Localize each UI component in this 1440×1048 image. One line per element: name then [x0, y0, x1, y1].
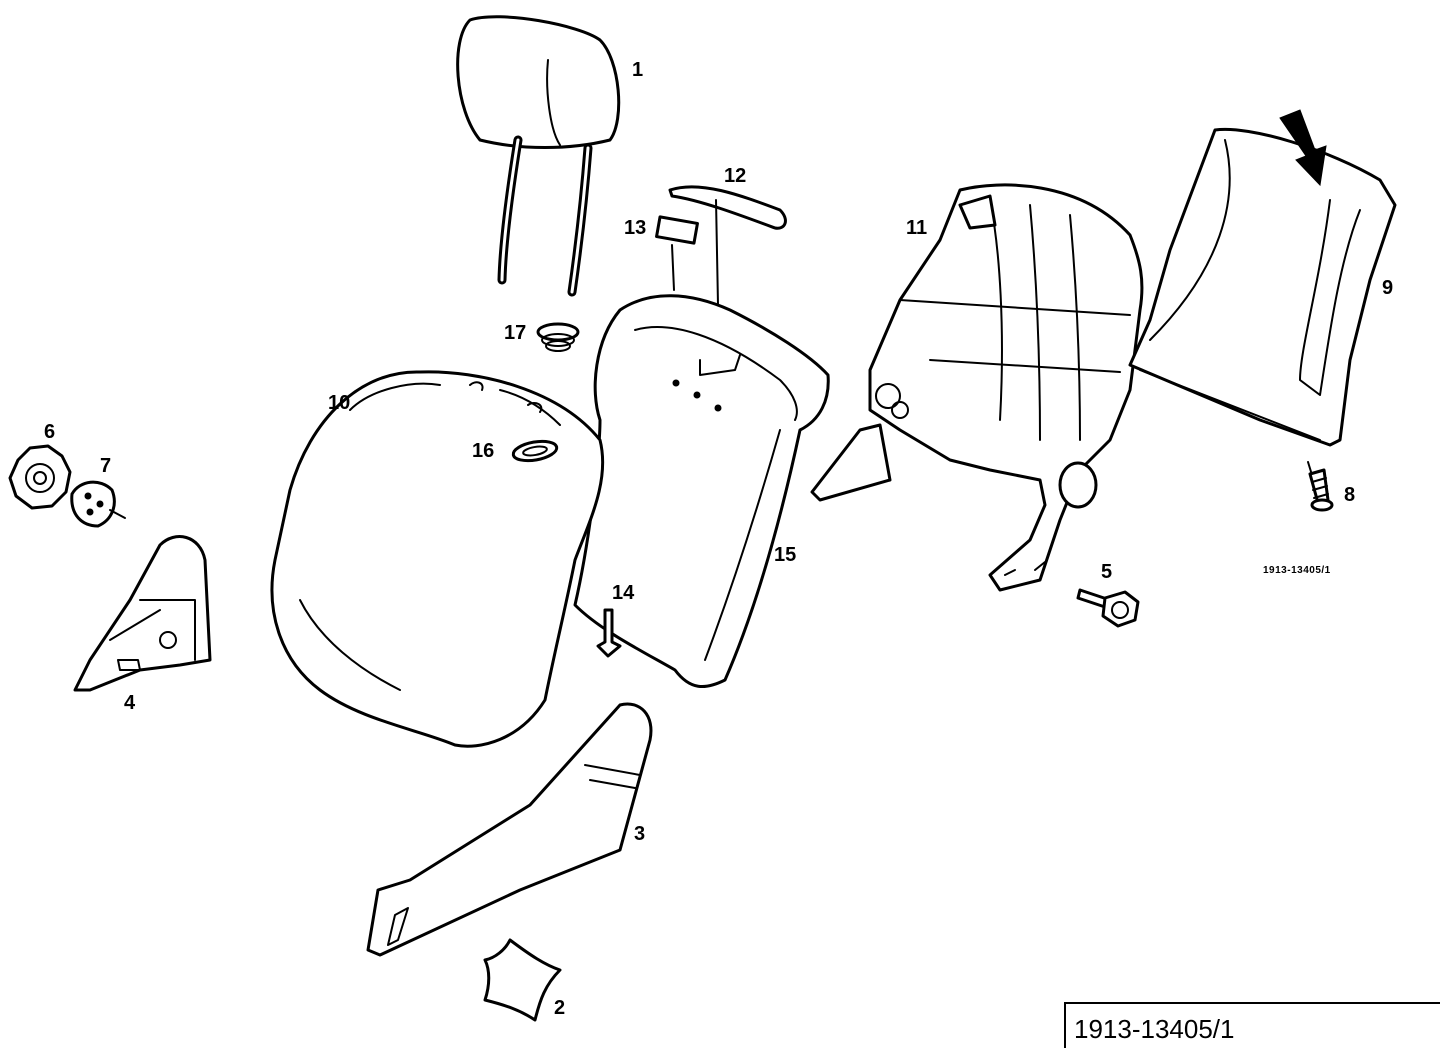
callout-11: 11 — [906, 217, 928, 239]
callout-15: 15 — [774, 544, 797, 566]
callout-2: 2 — [554, 997, 566, 1019]
callout-9: 9 — [1382, 277, 1394, 299]
callout-6: 6 — [44, 421, 56, 443]
callout-13: 13 — [624, 217, 647, 239]
callout-14: 14 — [612, 582, 635, 604]
hinge-bracket-part — [73, 535, 212, 692]
reference-box: 1913-13405/1 — [1064, 1002, 1440, 1048]
callout-3: 3 — [634, 823, 646, 845]
callout-7: 7 — [100, 455, 112, 477]
seat-cover-part — [270, 370, 605, 748]
star-knob-part — [483, 938, 562, 1022]
rear-panel-part — [1128, 127, 1397, 447]
retaining-pin-part — [596, 608, 622, 658]
callout-17: 17 — [504, 322, 527, 344]
wire-clip-part — [668, 185, 787, 306]
callout-12: 12 — [724, 165, 747, 187]
guide-sleeve-part — [536, 322, 580, 352]
callout-1: 1 — [632, 59, 644, 81]
callout-5: 5 — [1101, 561, 1113, 583]
button-clip-part — [511, 439, 559, 463]
callout-8: 8 — [1344, 484, 1356, 506]
callout-10: 10 — [328, 392, 351, 414]
callout-4: 4 — [124, 692, 136, 714]
seat-back-frame-part — [810, 183, 1144, 592]
side-trim-part — [366, 702, 653, 957]
screw-part — [1307, 461, 1334, 512]
pointer-arrow-icon — [1279, 109, 1327, 187]
clip-part — [655, 215, 699, 291]
bolt-part — [1076, 588, 1140, 628]
cap-part — [70, 480, 126, 528]
reference-box-text: 1913-13405/1 — [1074, 1014, 1235, 1044]
small-reference-code: 1913-13405/1 — [1263, 565, 1331, 576]
callout-16: 16 — [472, 440, 495, 462]
knob-part — [8, 444, 72, 510]
headrest-part — [456, 15, 621, 297]
